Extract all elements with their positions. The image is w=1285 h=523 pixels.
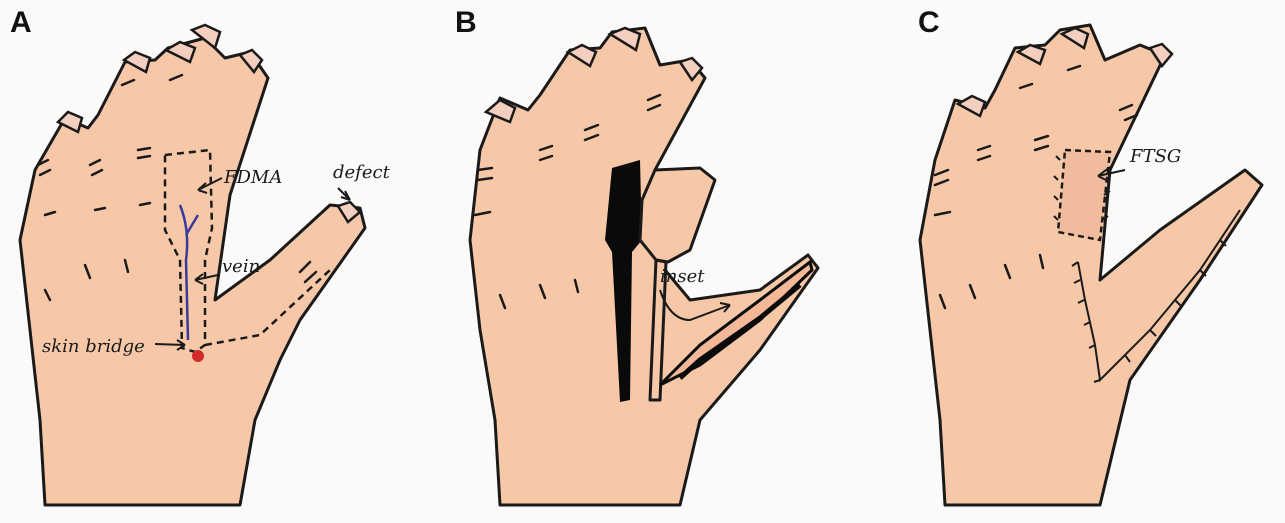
ftsg-label: FTSG [1129,146,1181,167]
skin-bridge-dot [192,350,204,362]
panel-a-hand [20,25,365,505]
panel-b-hand [470,28,818,505]
fdma-label: FDMA [223,167,282,188]
skin-bridge-label: skin bridge [42,336,145,357]
vein-label: vein [222,256,260,277]
defect-label: defect [333,162,391,183]
panel-c-hand [920,25,1262,505]
inset-label: inset [660,266,705,287]
